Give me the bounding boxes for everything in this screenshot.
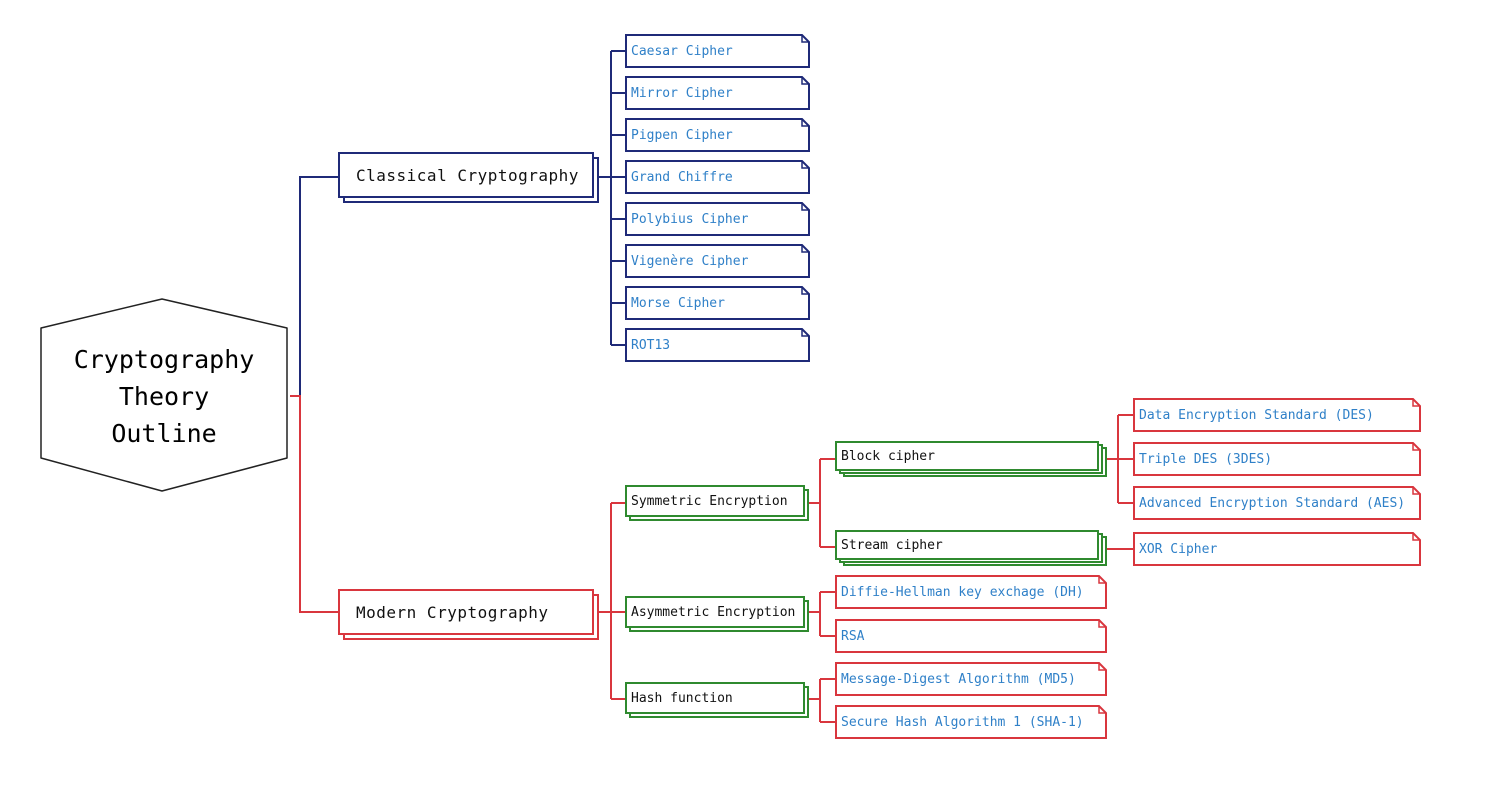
leaf-label: XOR Cipher bbox=[1139, 541, 1218, 557]
leaf-note-shape bbox=[1133, 486, 1421, 520]
hash-item-0[interactable]: Message-Digest Algorithm (MD5) bbox=[835, 662, 1107, 696]
node-modern-cryptography[interactable]: Modern Cryptography bbox=[338, 589, 594, 635]
cipher-leaf-1[interactable]: Mirror Cipher bbox=[625, 76, 810, 110]
connector-root-modern bbox=[290, 395, 340, 613]
node-asymmetric-encryption[interactable]: Asymmetric Encryption bbox=[625, 596, 805, 628]
cipher-leaf-5[interactable]: Vigenère Cipher bbox=[625, 244, 810, 278]
leaf-label: RSA bbox=[841, 628, 865, 644]
hash-label: Hash function bbox=[631, 690, 733, 706]
node-block-cipher[interactable]: Block cipher bbox=[835, 441, 1099, 471]
asymmetric-item-0[interactable]: Diffie-Hellman key exchage (DH) bbox=[835, 575, 1107, 609]
leaf-label: Polybius Cipher bbox=[631, 211, 749, 227]
leaf-note-shape bbox=[625, 286, 810, 320]
cipher-leaf-7[interactable]: ROT13 bbox=[625, 328, 810, 362]
leaf-label: Pigpen Cipher bbox=[631, 127, 733, 143]
leaf-note-shape bbox=[625, 118, 810, 152]
leaf-note-shape bbox=[625, 244, 810, 278]
leaf-label: Diffie-Hellman key exchage (DH) bbox=[841, 584, 1084, 600]
asymmetric-item-1[interactable]: RSA bbox=[835, 619, 1107, 653]
node-classical-cryptography[interactable]: Classical Cryptography bbox=[338, 152, 594, 198]
leaf-label: Mirror Cipher bbox=[631, 85, 733, 101]
node-stream-cipher[interactable]: Stream cipher bbox=[835, 530, 1099, 560]
cipher-leaf-3[interactable]: Grand Chiffre bbox=[625, 160, 810, 194]
connector-symmetric bbox=[808, 458, 835, 548]
connector-asymmetric bbox=[808, 591, 835, 637]
leaf-note-shape bbox=[1133, 532, 1421, 566]
leaf-label: Caesar Cipher bbox=[631, 43, 733, 59]
modern-label: Modern Cryptography bbox=[356, 602, 549, 622]
block-label: Block cipher bbox=[841, 448, 935, 464]
connector-block bbox=[1106, 414, 1133, 504]
stream-item-0[interactable]: XOR Cipher bbox=[1133, 532, 1421, 566]
leaf-note-shape bbox=[625, 160, 810, 194]
asymmetric-label: Asymmetric Encryption bbox=[631, 604, 796, 620]
node-hash-function[interactable]: Hash function bbox=[625, 682, 805, 714]
leaf-note-shape bbox=[1133, 442, 1421, 476]
cipher-leaf-0[interactable]: Caesar Cipher bbox=[625, 34, 810, 68]
leaf-note-shape bbox=[835, 619, 1107, 653]
hash-item-1[interactable]: Secure Hash Algorithm 1 (SHA-1) bbox=[835, 705, 1107, 739]
leaf-note-shape bbox=[625, 34, 810, 68]
cipher-leaf-2[interactable]: Pigpen Cipher bbox=[625, 118, 810, 152]
leaf-note-shape bbox=[1133, 398, 1421, 432]
leaf-label: Secure Hash Algorithm 1 (SHA-1) bbox=[841, 714, 1084, 730]
leaf-note-shape bbox=[835, 705, 1107, 739]
symmetric-label: Symmetric Encryption bbox=[631, 493, 788, 509]
leaf-label: Advanced Encryption Standard (AES) bbox=[1139, 495, 1406, 511]
root-title: Cryptography Theory Outline bbox=[73, 344, 255, 448]
root-node[interactable]: Cryptography Theory Outline bbox=[38, 298, 290, 494]
leaf-label: Grand Chiffre bbox=[631, 169, 733, 185]
block-item-2[interactable]: Advanced Encryption Standard (AES) bbox=[1133, 486, 1421, 520]
leaf-note-shape bbox=[835, 662, 1107, 696]
leaf-label: Message-Digest Algorithm (MD5) bbox=[841, 671, 1076, 687]
block-item-1[interactable]: Triple DES (3DES) bbox=[1133, 442, 1421, 476]
leaf-label: Vigenère Cipher bbox=[631, 253, 749, 269]
leaf-note-shape bbox=[625, 328, 810, 362]
stream-label: Stream cipher bbox=[841, 537, 943, 553]
hexagon-shape bbox=[40, 298, 288, 492]
leaf-label: ROT13 bbox=[631, 337, 671, 353]
cipher-leaf-4[interactable]: Polybius Cipher bbox=[625, 202, 810, 236]
connector-root-classical bbox=[290, 176, 340, 397]
leaf-note-shape bbox=[835, 575, 1107, 609]
leaf-label: Data Encryption Standard (DES) bbox=[1139, 407, 1374, 423]
leaf-note-shape bbox=[625, 76, 810, 110]
connector-hash bbox=[808, 678, 835, 723]
classical-label: Classical Cryptography bbox=[356, 165, 579, 185]
cipher-leaf-6[interactable]: Morse Cipher bbox=[625, 286, 810, 320]
node-symmetric-encryption[interactable]: Symmetric Encryption bbox=[625, 485, 805, 517]
leaf-label: Morse Cipher bbox=[631, 295, 725, 311]
block-item-0[interactable]: Data Encryption Standard (DES) bbox=[1133, 398, 1421, 432]
leaf-note-shape bbox=[625, 202, 810, 236]
leaf-label: Triple DES (3DES) bbox=[1139, 451, 1273, 467]
